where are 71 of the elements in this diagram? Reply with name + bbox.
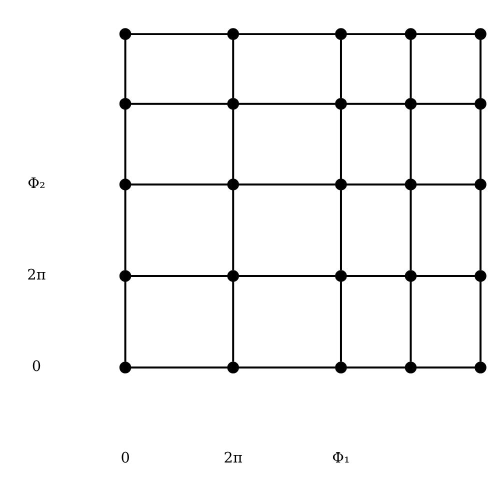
node-circle <box>335 270 347 282</box>
connector <box>238 184 336 186</box>
connector <box>480 109 482 179</box>
connector <box>480 190 482 270</box>
connector <box>416 366 475 369</box>
connector <box>130 102 228 105</box>
connector <box>416 184 475 186</box>
connector <box>130 184 228 186</box>
node-circle <box>474 98 486 110</box>
connector <box>130 33 228 36</box>
node-circle <box>227 178 240 190</box>
connector <box>238 275 336 278</box>
connector <box>480 282 482 362</box>
connector <box>416 275 475 278</box>
node-circle <box>335 178 347 190</box>
connector <box>340 190 342 270</box>
node-circle <box>404 98 417 110</box>
node-circle <box>227 28 240 40</box>
connector <box>416 102 475 105</box>
node-circle <box>335 28 347 40</box>
node-circle <box>119 362 132 374</box>
node-circle <box>404 28 417 40</box>
connector <box>346 102 406 105</box>
connector <box>416 33 475 36</box>
label: Φ₁ <box>332 450 350 467</box>
connector <box>232 282 234 362</box>
connector <box>124 109 126 179</box>
connector <box>238 366 336 369</box>
connector <box>410 109 412 179</box>
label: 0 <box>120 450 130 467</box>
connector <box>124 282 126 362</box>
connector <box>232 190 234 270</box>
node-circle <box>119 28 132 40</box>
node-circle <box>404 270 417 282</box>
connector <box>480 40 482 98</box>
connector <box>232 109 234 179</box>
node-circle <box>227 270 240 282</box>
connector <box>238 102 336 105</box>
node-circle <box>335 98 347 110</box>
connector <box>238 33 336 36</box>
connector <box>340 109 342 179</box>
node-circle <box>474 178 486 190</box>
connector <box>130 275 228 278</box>
node-circle <box>119 178 132 190</box>
connector <box>410 40 412 98</box>
connector <box>346 184 406 186</box>
connector <box>340 282 342 362</box>
label: Φ₂ <box>28 176 46 192</box>
node-circle <box>119 270 132 282</box>
node-circle <box>474 28 486 40</box>
connector <box>124 40 126 98</box>
connector <box>130 366 228 369</box>
node-circle <box>404 362 417 374</box>
node-circle <box>227 362 240 374</box>
label: 2π <box>224 450 243 467</box>
connector <box>410 190 412 270</box>
connector <box>340 40 342 98</box>
connector <box>410 282 412 362</box>
node-circle <box>474 270 486 282</box>
node-circle <box>335 362 347 374</box>
connector <box>346 275 406 278</box>
connector <box>232 40 234 98</box>
node-circle <box>119 98 132 110</box>
connector <box>124 190 126 270</box>
node-circle <box>404 178 417 190</box>
label: 2π <box>27 267 46 284</box>
connector <box>346 366 406 369</box>
connector <box>346 33 406 36</box>
node-circle <box>227 98 240 110</box>
label: 0 <box>32 358 42 375</box>
node-circle <box>474 362 486 374</box>
